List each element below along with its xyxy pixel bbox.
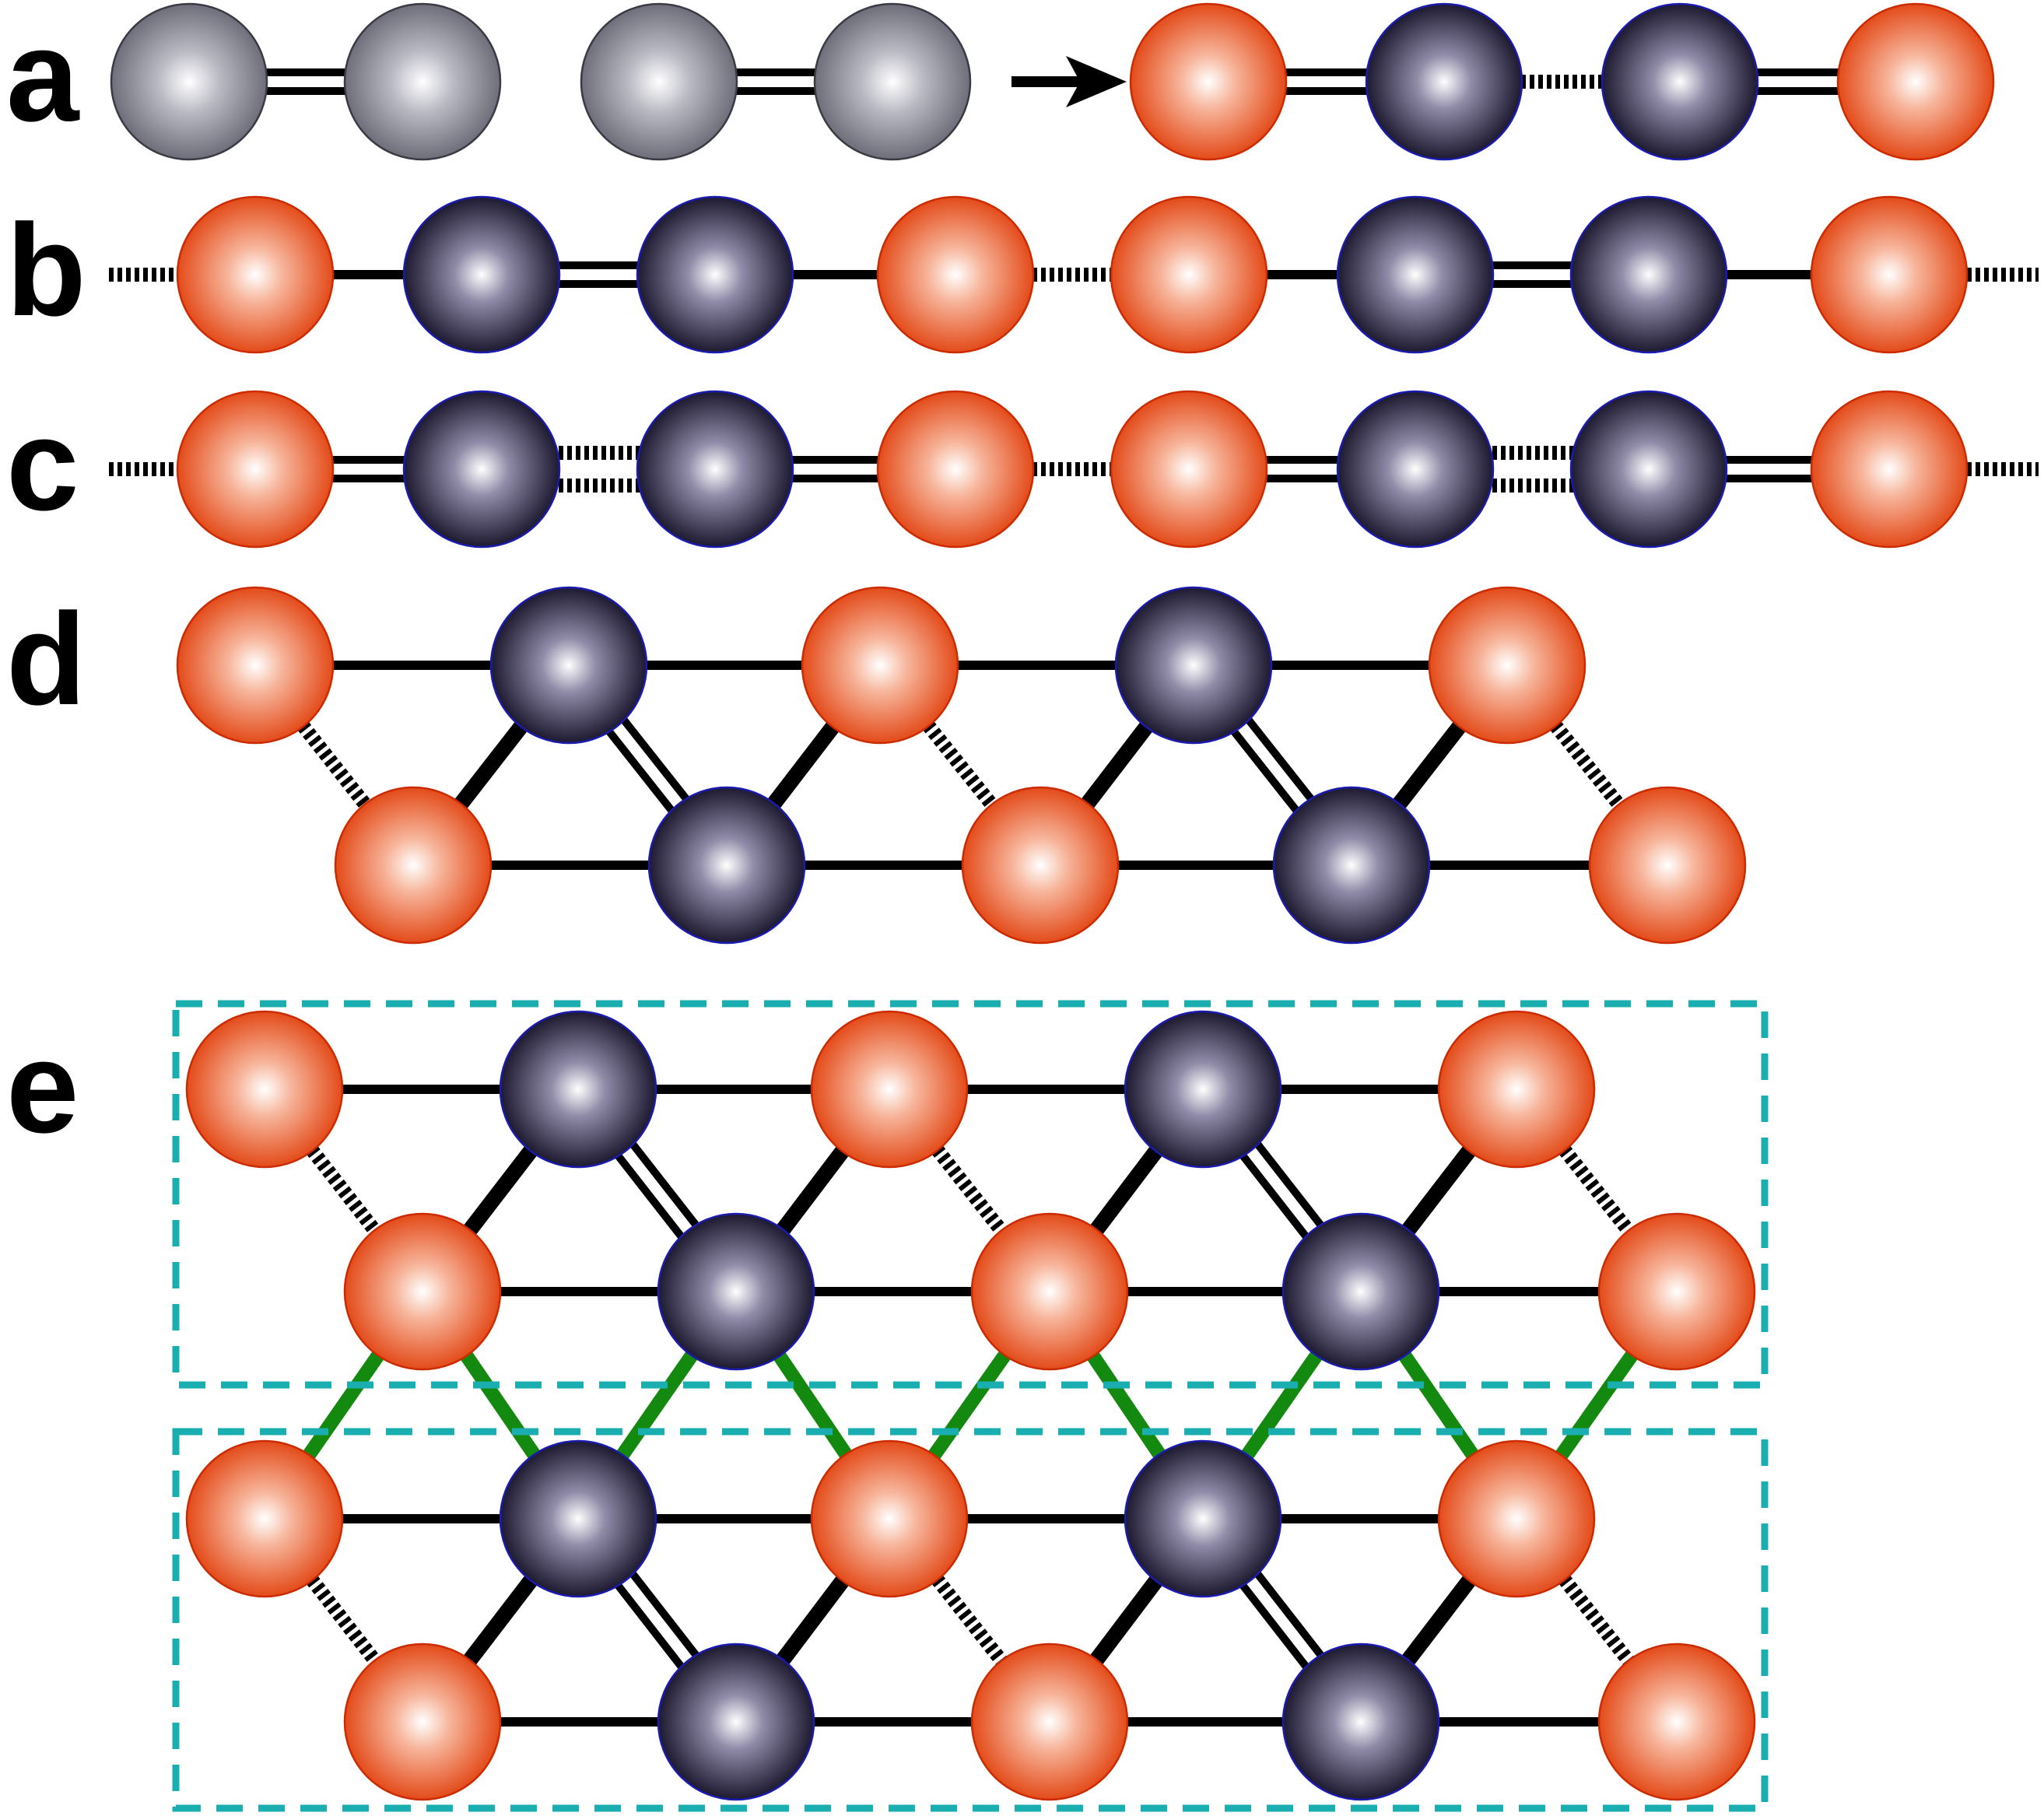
dark-atom bbox=[1281, 1642, 1440, 1801]
panel-label-c: c bbox=[6, 391, 79, 538]
orange-atom bbox=[1428, 586, 1586, 745]
orange-atom bbox=[1810, 195, 1969, 354]
grey-atom bbox=[813, 2, 972, 161]
unit-frame-upper bbox=[172, 1000, 1769, 1389]
orange-atom bbox=[810, 1010, 969, 1169]
dark-atom bbox=[1365, 2, 1523, 161]
atoms-layer bbox=[110, 2, 1995, 1801]
dark-atom bbox=[489, 586, 648, 745]
unit-frame-lower bbox=[172, 1428, 1769, 1812]
panel-labels: a b c d e bbox=[6, 2, 86, 1160]
orange-atom bbox=[334, 786, 493, 945]
dark-atom bbox=[657, 1212, 815, 1371]
dark-atom bbox=[636, 390, 794, 549]
dark-atom bbox=[499, 1439, 657, 1598]
orange-atom bbox=[185, 1010, 344, 1169]
orange-atom bbox=[801, 586, 959, 745]
dark-atom bbox=[1124, 1439, 1282, 1598]
orange-atom bbox=[1836, 2, 1995, 161]
orange-atom bbox=[185, 1439, 344, 1598]
grey-atom bbox=[110, 2, 268, 161]
dark-atom bbox=[1336, 195, 1495, 354]
orange-atom bbox=[1437, 1010, 1596, 1169]
orange-atom bbox=[970, 1642, 1129, 1801]
dark-atom bbox=[1569, 195, 1728, 354]
orange-atom bbox=[961, 786, 1120, 945]
orange-atom bbox=[1597, 1642, 1756, 1801]
orange-atom bbox=[1810, 390, 1969, 549]
orange-atom bbox=[176, 390, 335, 549]
grey-atom bbox=[580, 2, 738, 161]
dark-atom bbox=[1124, 1010, 1282, 1169]
orange-atom bbox=[970, 1212, 1129, 1371]
dark-atom bbox=[657, 1642, 815, 1801]
orange-atom bbox=[343, 1212, 502, 1371]
panel-label-b: b bbox=[6, 197, 86, 343]
dark-atom bbox=[402, 390, 561, 549]
orange-atom bbox=[1110, 195, 1268, 354]
orange-atom bbox=[176, 586, 335, 745]
dark-atom bbox=[1272, 786, 1431, 945]
dark-atom bbox=[636, 195, 794, 354]
orange-atom bbox=[1129, 2, 1288, 161]
dark-atom bbox=[1114, 586, 1273, 745]
orange-atom bbox=[1597, 1212, 1756, 1371]
orange-atom bbox=[343, 1642, 502, 1801]
orange-atom bbox=[876, 195, 1035, 354]
orange-atom bbox=[1437, 1439, 1596, 1598]
dark-atom bbox=[1336, 390, 1495, 549]
grey-atom bbox=[343, 2, 502, 161]
orange-atom bbox=[1588, 786, 1747, 945]
dark-atom bbox=[499, 1010, 657, 1169]
dark-atom bbox=[1569, 390, 1728, 549]
orange-atom bbox=[810, 1439, 969, 1598]
panel-label-a: a bbox=[6, 2, 80, 149]
dark-atom bbox=[647, 786, 806, 945]
dark-atom bbox=[1281, 1212, 1440, 1371]
orange-atom bbox=[876, 390, 1035, 549]
dark-atom bbox=[1600, 2, 1759, 161]
panel-label-d: d bbox=[6, 586, 86, 732]
dark-atom bbox=[402, 195, 561, 354]
orange-atom bbox=[176, 195, 335, 354]
arrow-head bbox=[1066, 56, 1127, 107]
panel-label-e: e bbox=[6, 1014, 79, 1160]
orange-atom bbox=[1110, 390, 1268, 549]
